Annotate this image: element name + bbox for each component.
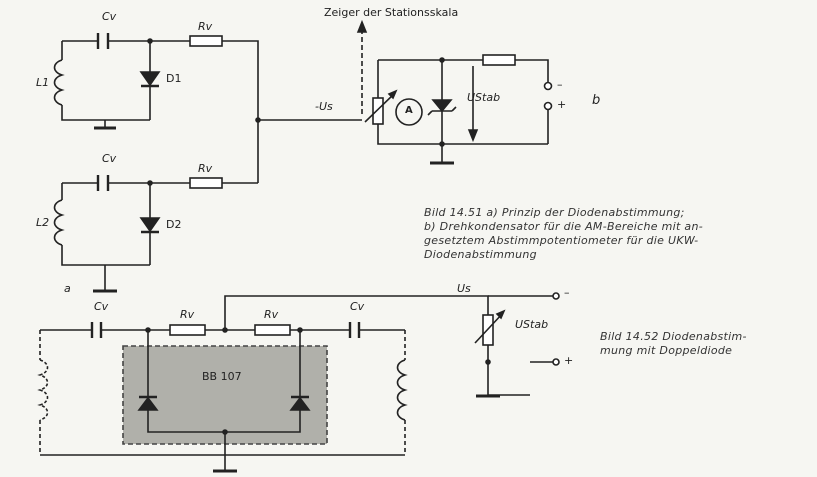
caption-14-52: Bild 14.52 Diodenabstim- mung mit Doppel… — [600, 330, 747, 358]
caption-14-51: Bild 14.51 a) Prinzip der Diodenabstimmu… — [424, 206, 703, 262]
ammeter-label: A — [405, 105, 413, 116]
label-us: -Us — [315, 100, 333, 113]
label-rv1: Rv — [198, 20, 213, 33]
plus-terminal: + — [557, 98, 567, 111]
label-rv2: Rv — [198, 162, 213, 175]
label-l2: L2 — [36, 216, 50, 229]
label-cv-left: Cv — [94, 300, 109, 313]
tuning-circuit-1 — [53, 33, 259, 183]
diode-type-label: BB 107 — [202, 370, 242, 383]
double-diode-circuit — [37, 292, 560, 473]
label-rv-left: Rv — [180, 308, 195, 321]
caption-line: gesetztem Abstimmpotentiometer für die U… — [424, 234, 699, 247]
label-l1: L1 — [36, 76, 50, 89]
label-rv-right: Rv — [264, 308, 279, 321]
panel-a-label: a — [64, 282, 71, 295]
label-d2: D2 — [166, 218, 182, 231]
label-cv1: Cv — [102, 10, 117, 23]
label-ustab: UStab — [467, 91, 501, 104]
diode-d1 — [139, 71, 161, 87]
bb107-package — [122, 345, 328, 445]
caption-line: Bild 14.51 a) Prinzip der Diodenabstimmu… — [424, 206, 685, 219]
coil-l1 — [53, 59, 65, 106]
minus-terminal: – — [557, 78, 563, 91]
pointer-label: Zeiger der Stationsskala — [324, 6, 459, 19]
plus-terminal-2: + — [564, 354, 574, 367]
label-ustab-2: UStab — [515, 318, 549, 331]
caption-line: b) Drehkondensator für die AM-Bereiche m… — [424, 220, 703, 233]
caption-line: mung mit Doppeldiode — [600, 344, 733, 357]
label-cv-right: Cv — [350, 300, 365, 313]
label-d1: D1 — [166, 72, 182, 85]
label-us-2: Us — [457, 282, 471, 295]
panel-b-label: b — [592, 93, 601, 108]
caption-line: Diodenabstimmung — [424, 248, 537, 261]
potentiometer-circuit — [356, 19, 553, 165]
caption-line: Bild 14.52 Diodenabstim- — [600, 330, 747, 343]
tuning-circuit-2 — [53, 117, 362, 293]
minus-terminal-2: – — [564, 286, 570, 299]
label-cv2: Cv — [102, 152, 117, 165]
